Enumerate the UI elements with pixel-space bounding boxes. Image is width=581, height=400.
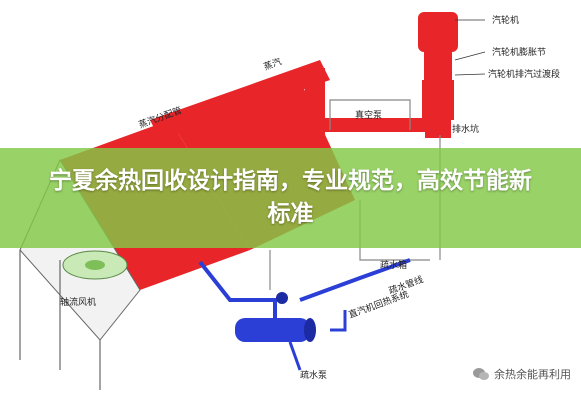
condensate-outlet bbox=[288, 341, 302, 371]
watermark-text: 余热余能再利用 bbox=[494, 368, 571, 381]
leader-line bbox=[454, 73, 486, 76]
steam-pipe-elbow bbox=[425, 118, 451, 138]
watermark: 余热余能再利用 bbox=[473, 364, 571, 384]
condensate-pipe-right bbox=[299, 258, 411, 302]
steam-pipe-horizontal bbox=[325, 118, 425, 132]
condensate-tank-end bbox=[304, 318, 316, 342]
label-steam: 蒸汽 bbox=[262, 55, 283, 72]
wechat-logo-icon bbox=[473, 367, 489, 381]
label-turbine-exhaust: 汽轮机排汽过渡段 bbox=[488, 68, 560, 80]
turbine-exhaust-transition bbox=[422, 80, 454, 120]
label-condensate-tank: 疏水箱 bbox=[380, 259, 407, 271]
axial-fan-hub bbox=[85, 260, 105, 270]
turbine-expansion-joint bbox=[424, 52, 452, 80]
label-turbine-expansion: 汽轮机膨胀节 bbox=[492, 46, 546, 58]
condensate-tank bbox=[235, 318, 310, 342]
axial-fan bbox=[62, 250, 128, 280]
title-banner: 宁夏余热回收设计指南，专业规范，高效节能新标准 bbox=[0, 148, 581, 248]
label-turbine: 汽轮机 bbox=[492, 14, 519, 26]
condensate-valve bbox=[276, 292, 288, 304]
label-recovery-system: 直汽机回热系统 bbox=[347, 288, 410, 321]
turbine-body bbox=[418, 12, 458, 52]
banner-title: 宁夏余热回收设计指南，专业规范，高效节能新标准 bbox=[49, 168, 532, 227]
turbine bbox=[418, 12, 486, 120]
condensate-branch bbox=[330, 310, 347, 332]
condensate-pipe-left bbox=[198, 260, 277, 330]
label-axial-fan: 轴流风机 bbox=[60, 296, 96, 308]
label-drain-pit: 排水坑 bbox=[452, 123, 479, 135]
vacuum-line bbox=[329, 99, 411, 130]
label-vacuum-pump: 真空泵 bbox=[355, 109, 382, 121]
condensate-piping bbox=[198, 258, 411, 371]
leader-line bbox=[454, 51, 486, 61]
label-condensate-pump: 疏水泵 bbox=[300, 369, 327, 381]
